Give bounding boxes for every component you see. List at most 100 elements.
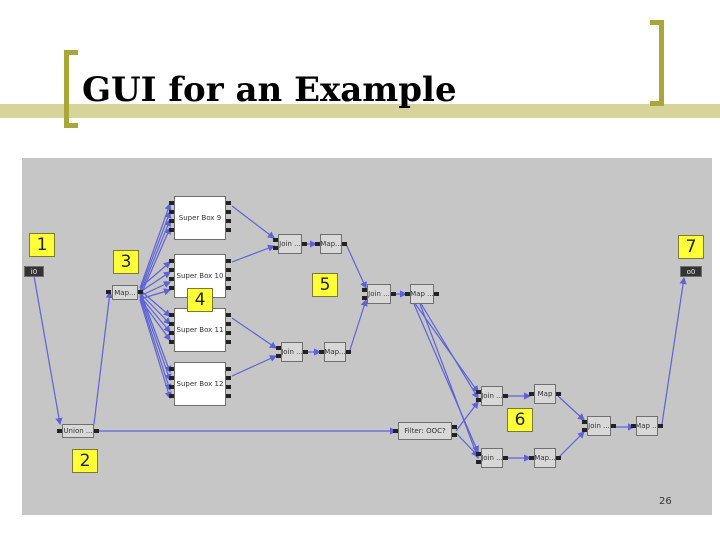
port (476, 398, 481, 402)
port (393, 429, 398, 433)
join-node-4[interactable]: Join ... (481, 386, 503, 406)
left-bracket-decoration (64, 50, 78, 128)
edge-map-super11b (139, 292, 171, 325)
port (106, 290, 111, 294)
port (169, 259, 174, 263)
map-node-3[interactable]: Map ... (410, 284, 434, 304)
port (658, 424, 663, 428)
port (556, 456, 561, 460)
edge-map1-join3 (345, 243, 367, 290)
port (226, 268, 231, 272)
port (276, 346, 281, 350)
port (169, 385, 174, 389)
port (226, 394, 231, 398)
map-node-2[interactable]: Map... (324, 342, 346, 362)
join-node-3[interactable]: Join ... (367, 284, 391, 304)
edge-super12-join2 (231, 355, 278, 377)
map-node-6[interactable]: Map ... (636, 416, 658, 436)
port (302, 242, 307, 246)
edge-super11-join2 (231, 317, 277, 349)
map-node-1[interactable]: Map... (320, 234, 342, 254)
port (169, 376, 174, 380)
port (315, 242, 320, 246)
diagram-canvas[interactable] (22, 158, 712, 515)
port (319, 350, 324, 354)
port (611, 424, 616, 428)
port (226, 322, 231, 326)
port (226, 219, 231, 223)
union-node[interactable]: Union ... (62, 424, 94, 438)
filter-node[interactable]: Filter: OOC? (398, 422, 452, 440)
port (226, 286, 231, 290)
port (434, 292, 439, 296)
edge-map-super12b (139, 293, 172, 382)
port (529, 392, 534, 396)
port (169, 322, 174, 326)
port (226, 277, 231, 281)
join-node-5[interactable]: Join ... (481, 448, 503, 468)
port (276, 354, 281, 358)
port (226, 201, 231, 205)
port (391, 292, 396, 296)
port (476, 390, 481, 394)
edge-filter-join4 (455, 401, 479, 432)
output-node-o0[interactable]: o0 (680, 266, 702, 277)
port (346, 350, 351, 354)
join-node-2[interactable]: Join ... (281, 342, 303, 362)
port (556, 392, 561, 396)
port (476, 460, 481, 464)
right-bracket-decoration (650, 20, 664, 106)
marker-2: 2 (72, 449, 98, 473)
port (226, 210, 231, 214)
title-band (0, 104, 720, 118)
port (226, 228, 231, 232)
port (405, 292, 410, 296)
edge-map3b-join4 (419, 301, 479, 400)
port (169, 268, 174, 272)
port (582, 420, 587, 424)
port (503, 456, 508, 460)
port (362, 288, 367, 292)
edge-input-union (33, 275, 63, 426)
port (169, 313, 174, 317)
edge-map5-join6 (557, 431, 585, 459)
edge-map-super10a (139, 261, 171, 289)
input-node-i0[interactable]: i0 (24, 266, 44, 277)
edge-map-super10b (139, 271, 171, 293)
port (169, 367, 174, 371)
edge-map-super12d (139, 299, 172, 400)
edge-map4-join6 (557, 395, 585, 421)
edge-super10-join1 (231, 244, 276, 263)
port (169, 340, 174, 344)
super-box-9[interactable]: Super Box 9 (174, 196, 226, 240)
edge-union-map (93, 290, 113, 425)
map-node-a[interactable]: Map... (112, 285, 138, 300)
port (169, 331, 174, 335)
port (138, 290, 143, 294)
map-node-5[interactable]: Map... (534, 448, 556, 468)
port (476, 452, 481, 456)
port (362, 296, 367, 300)
port (582, 428, 587, 432)
port (169, 219, 174, 223)
marker-7: 7 (678, 235, 704, 259)
port (169, 277, 174, 281)
join-node-1[interactable]: Join ... (278, 234, 302, 254)
edge-map-super12c (139, 296, 172, 392)
port (303, 350, 308, 354)
edge-map-super11c (139, 295, 171, 333)
port (452, 425, 457, 429)
super-box-12[interactable]: Super Box 12 (174, 362, 226, 406)
port (169, 210, 174, 214)
port (226, 340, 231, 344)
join-node-6[interactable]: Join ... (587, 416, 611, 436)
super-box-11[interactable]: Super Box 11 (174, 308, 226, 352)
port (226, 367, 231, 371)
edge-map6-output (661, 276, 687, 425)
edge-map-super9c (139, 218, 172, 295)
port (342, 242, 347, 246)
port (503, 394, 508, 398)
map-node-4[interactable]: Map (534, 384, 556, 404)
marker-4: 4 (187, 288, 213, 312)
marker-5: 5 (312, 273, 338, 297)
